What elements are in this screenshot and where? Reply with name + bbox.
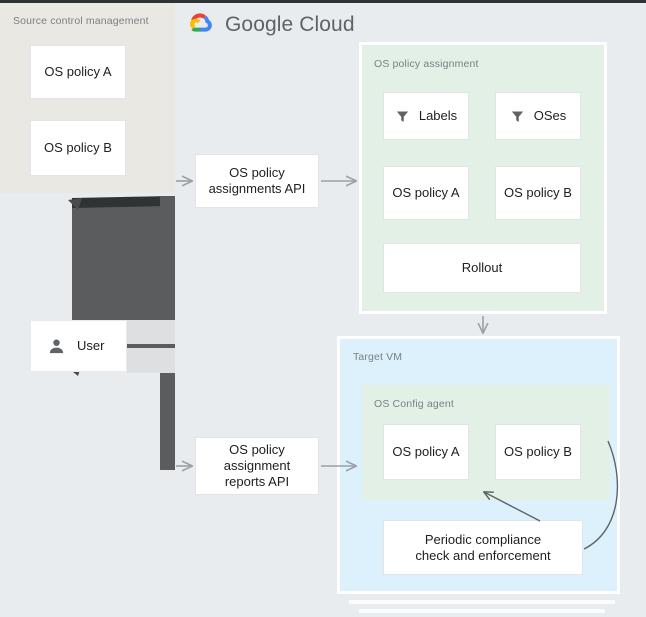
top-border-rule bbox=[0, 0, 646, 3]
node-label: OS policy A bbox=[392, 444, 460, 459]
node-os-policy-b-vm[interactable]: OS policy B bbox=[495, 424, 581, 480]
vm-stack-line-1 bbox=[349, 600, 615, 604]
node-os-policy-assignment-reports-api[interactable]: OS policy assignment reports API bbox=[195, 437, 319, 495]
node-label: OS policy B bbox=[44, 140, 112, 155]
node-os-policy-a-vm[interactable]: OS policy A bbox=[383, 424, 469, 480]
node-os-policy-b-source[interactable]: OS policy B bbox=[30, 120, 126, 176]
google-cloud-wordmark: Google Cloud bbox=[225, 13, 355, 36]
group-label-os-policy-assignment: OS policy assignment bbox=[374, 58, 479, 70]
node-label: OSes bbox=[533, 108, 567, 123]
user-panel-lower bbox=[127, 348, 175, 373]
node-periodic-compliance-check[interactable]: Periodic compliance check and enforcemen… bbox=[383, 520, 583, 575]
node-label-line2: check and enforcement bbox=[415, 547, 551, 563]
google-cloud-brand-lockup: Google Cloud bbox=[190, 13, 355, 37]
node-labels[interactable]: Labels bbox=[383, 92, 469, 140]
group-label-target-vm: Target VM bbox=[353, 351, 403, 363]
node-oses[interactable]: OSes bbox=[495, 92, 581, 140]
node-label-line1: OS policy bbox=[229, 442, 285, 457]
node-os-policy-assignments-api[interactable]: OS policy assignments API bbox=[195, 154, 319, 208]
vm-stack-line-2 bbox=[359, 609, 605, 613]
node-label: OS policy B bbox=[504, 185, 572, 200]
google-cloud-logo-icon bbox=[190, 13, 212, 32]
group-label-os-config-agent: OS Config agent bbox=[374, 398, 454, 410]
node-user[interactable]: User bbox=[30, 320, 127, 372]
node-label-multiline: OS policy assignment reports API bbox=[224, 442, 290, 490]
node-rollout[interactable]: Rollout bbox=[383, 243, 581, 293]
node-label: OS policy A bbox=[44, 64, 112, 79]
node-label-multiline: Periodic compliance check and enforcemen… bbox=[415, 532, 550, 564]
node-label-line1: OS policy bbox=[229, 165, 285, 180]
filter-icon bbox=[511, 111, 523, 122]
node-os-policy-a-source[interactable]: OS policy A bbox=[30, 45, 126, 99]
node-os-policy-b-assignment[interactable]: OS policy B bbox=[495, 166, 581, 220]
node-label: Rollout bbox=[461, 260, 503, 275]
node-os-policy-a-assignment[interactable]: OS policy A bbox=[383, 166, 469, 220]
node-label-multiline: OS policy assignments API bbox=[209, 165, 306, 197]
node-label: OS policy A bbox=[392, 185, 460, 200]
user-panel-upper bbox=[127, 320, 175, 344]
node-label: User bbox=[77, 338, 105, 353]
node-label-line2: assignment bbox=[223, 458, 291, 473]
person-icon bbox=[49, 338, 64, 353]
filter-icon bbox=[396, 111, 408, 122]
group-label-source-control: Source control management bbox=[13, 15, 149, 27]
node-label-line3: reports API bbox=[224, 474, 290, 489]
node-label: Labels bbox=[418, 108, 458, 123]
user-panel-divider bbox=[127, 344, 175, 347]
node-label-line1: Periodic compliance bbox=[424, 531, 542, 547]
node-label: OS policy B bbox=[504, 444, 572, 459]
node-label-line2: assignments API bbox=[208, 181, 306, 196]
